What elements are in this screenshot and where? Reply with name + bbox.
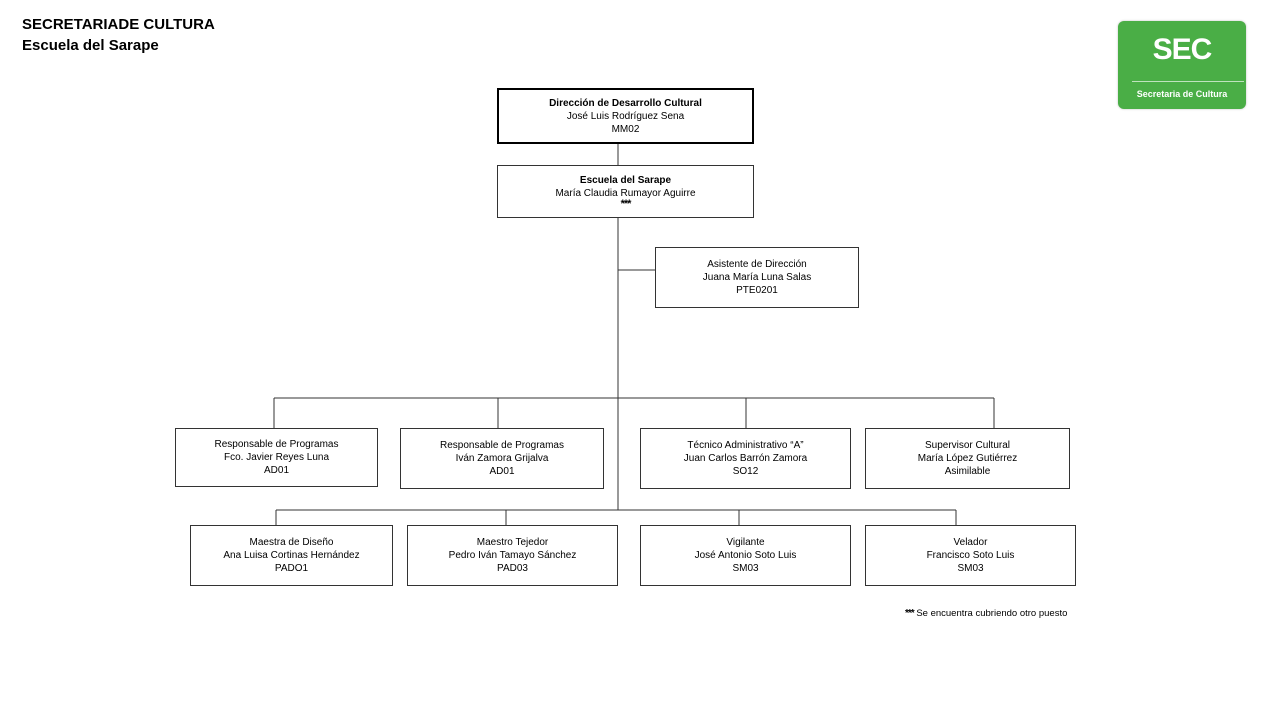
- node-direccion: Dirección de Desarrollo Cultural José Lu…: [497, 88, 754, 144]
- node-person: Ana Luisa Cortinas Hernández: [223, 550, 360, 561]
- node-row2-1: Maestra de Diseño Ana Luisa Cortinas Her…: [190, 525, 393, 586]
- node-person: María Claudia Rumayor Aguirre: [555, 188, 696, 199]
- node-title: Dirección de Desarrollo Cultural: [549, 97, 702, 109]
- node-row1-1: Responsable de Programas Fco. Javier Rey…: [175, 428, 378, 487]
- node-title: Supervisor Cultural: [924, 440, 1011, 451]
- node-code: SO12: [732, 466, 759, 477]
- node-row2-4: Velador Francisco Soto Luis SM03: [865, 525, 1076, 586]
- node-person: José Luis Rodríguez Sena: [566, 110, 685, 122]
- node-code: Asimilable: [944, 466, 991, 477]
- logo-name: Secretaria de Cultura: [1136, 89, 1228, 99]
- node-code: PTE0201: [736, 285, 778, 296]
- node-title: Responsable de Programas: [440, 440, 564, 451]
- node-person: Juana María Luna Salas: [702, 272, 812, 283]
- node-title: Escuela del Sarape: [579, 175, 672, 186]
- node-title: Técnico Administrativo “A”: [687, 440, 804, 451]
- logo-abbr: SEC: [1152, 33, 1213, 66]
- node-row1-3: Técnico Administrativo “A” Juan Carlos B…: [640, 428, 851, 489]
- node-title: Vigilante: [726, 537, 765, 548]
- org-title: SECRETARIADE CULTURA: [22, 16, 215, 33]
- node-person: Pedro Iván Tamayo Sánchez: [448, 550, 577, 561]
- node-code: AD01: [489, 466, 515, 477]
- node-row2-3: Vigilante José Antonio Soto Luis SM03: [640, 525, 851, 586]
- node-title: Responsable de Programas: [214, 439, 339, 450]
- node-row1-2: Responsable de Programas Iván Zamora Gri…: [400, 428, 604, 489]
- node-row2-2: Maestro Tejedor Pedro Iván Tamayo Sánche…: [407, 525, 618, 586]
- node-person: Juan Carlos Barrón Zamora: [683, 453, 808, 464]
- node-title: Maestra de Diseño: [249, 537, 334, 548]
- node-person: Iván Zamora Grijalva: [455, 453, 549, 464]
- node-code: AD01: [263, 465, 289, 476]
- node-title: Velador: [953, 537, 988, 548]
- node-mark: ***: [620, 198, 632, 210]
- node-code: SM03: [957, 563, 984, 574]
- node-person: Francisco Soto Luis: [926, 550, 1015, 561]
- footnote: *** Se encuentra cubriendo otro puesto: [905, 607, 1075, 621]
- logo-divider: [1132, 81, 1244, 82]
- node-code: SM03: [732, 563, 759, 574]
- node-row1-4: Supervisor Cultural María López Gutiérre…: [865, 428, 1070, 489]
- node-title: Maestro Tejedor: [476, 537, 549, 548]
- node-person: María López Gutiérrez: [917, 453, 1018, 464]
- node-code: PAD03: [497, 563, 528, 574]
- node-title: Asistente de Dirección: [707, 259, 807, 270]
- node-code: MM02: [611, 123, 640, 135]
- node-person: Fco. Javier Reyes Luna: [223, 452, 330, 463]
- sec-logo: SEC Secretaria de Cultura: [1118, 21, 1246, 109]
- node-person: José Antonio Soto Luis: [694, 550, 797, 561]
- node-escuela: Escuela del Sarape María Claudia Rumayor…: [497, 165, 754, 218]
- unit-title: Escuela del Sarape: [22, 37, 159, 54]
- footnote-text: Se encuentra cubriendo otro puesto: [913, 608, 1068, 619]
- node-code: PADO1: [274, 563, 309, 574]
- footnote-mark: ***: [905, 608, 915, 619]
- node-asistente: Asistente de Dirección Juana María Luna …: [655, 247, 859, 308]
